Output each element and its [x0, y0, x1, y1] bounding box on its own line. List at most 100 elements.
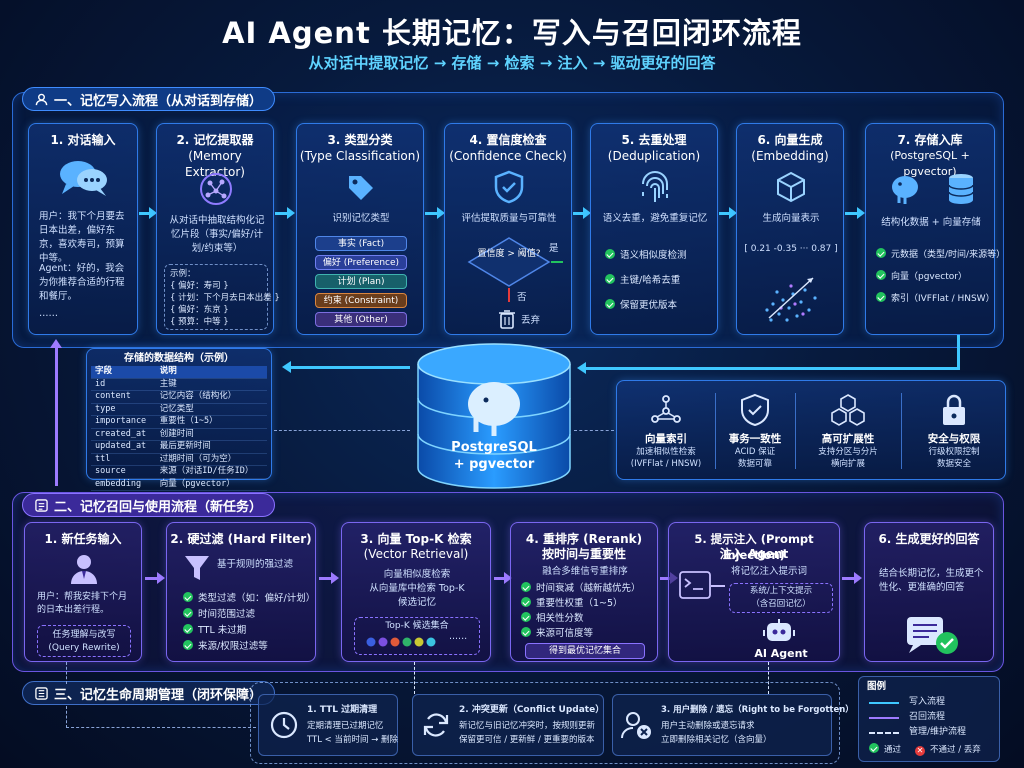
storage-arrowhead [577, 362, 586, 374]
lifecycle-conflict: 2. 冲突更新（Conflict Update） 新记忆与旧记忆冲突时，按规则更… [412, 694, 604, 756]
step-desc: 用户：帮我安排下个月的日本出差行程。 [37, 592, 128, 615]
lifecycle-section-label: 三、记忆生命周期管理（闭环保障） [22, 681, 276, 705]
ellipsis: …… [39, 308, 58, 319]
step-desc: 语义去重，避免重复记忆 [602, 213, 708, 224]
loop-arrowhead [50, 339, 62, 348]
feature-vector-index: 向量索引 加速相似性检索 (IVFFlat / HNSW) [617, 381, 715, 479]
step-desc: 向量相似度检索 [383, 569, 451, 580]
rerank-item: 重要性权重（1~5） [521, 596, 623, 611]
legend-recall-label: 召回流程 [909, 712, 946, 722]
inject-arrow [711, 585, 725, 587]
person-icon [35, 93, 48, 105]
step-subtitle: (PostgreSQL + pgvector) [890, 149, 970, 178]
legend-pass: 通过 [869, 743, 901, 758]
check-icon [183, 608, 193, 618]
step-title: 1. 对话输入 [50, 133, 116, 147]
lifecycle-ttl: 1. TTL 过期清理 定期清理已过期记忆 TTL < 当前时间 → 删除 [258, 694, 398, 756]
no-label: 否 [517, 292, 527, 303]
chat-bubbles-icon [60, 161, 107, 196]
filter-item: 时间范围过滤 [183, 607, 255, 622]
shield-check-icon [494, 170, 524, 204]
dedup-item: 语义相似度检测 [605, 248, 687, 263]
step-desc: 识别记忆类型 [332, 213, 390, 224]
dashed-link [274, 430, 410, 431]
type-other: 其他 (Other) [315, 312, 407, 327]
shield-check-icon [741, 393, 769, 427]
step-subtitle: (Type Classification) [299, 149, 421, 163]
check-icon [605, 274, 615, 284]
tag-icon [349, 176, 373, 200]
write-arrow [845, 207, 865, 219]
step-title: 6. 向量生成 [757, 133, 823, 147]
check-icon [521, 582, 531, 592]
step-title: 7. 存储入库 [897, 133, 963, 147]
context-prompt-box: 系统/上下文提示 （含召回记忆） [729, 583, 833, 613]
example-box: 示例： { 偏好：寿司 } { 计划：下个月去日本出差 } { 偏好：东京 } … [164, 264, 280, 330]
check-icon [521, 627, 531, 637]
lifecycle-frame [250, 682, 840, 764]
write-step-embedding: 6. 向量生成 (Embedding) 生成向量表示 [ 0.21 -0.35 … [736, 123, 844, 335]
dedup-item: 保留更优版本 [605, 298, 677, 313]
recall-step-better-answer: 6. 生成更好的回答 结合长期记忆，生成更个性化、更准确的回答 [864, 522, 994, 662]
funnel-icon [185, 556, 209, 580]
lifecycle-icon [35, 686, 48, 700]
cross-icon: ✕ [915, 746, 925, 756]
legend-title: 图例 [867, 681, 887, 692]
db-to-table-arrow [290, 366, 410, 369]
type-fact: 事实 (Fact) [315, 236, 407, 251]
write-step-dialog-input: 1. 对话输入 用户：我下个月要去日本出差，偏好东京，喜欢寿司，预算中等。 Ag… [28, 123, 138, 335]
check-icon [876, 270, 886, 280]
filter-item: 来源/权限过滤等 [183, 639, 268, 654]
dedup-item: 主键/哈希去重 [605, 273, 680, 288]
fingerprint-icon [642, 171, 668, 202]
ellipsis: ······ [449, 634, 468, 645]
scatter-vector-icon [765, 277, 817, 322]
write-section-title: 一、记忆写入流程（从对话到存储） [54, 93, 263, 109]
recall-arrow [494, 572, 512, 584]
recall-step-prompt-injection: 5. 提示注入 (Prompt Injection) 注入 Agent 将记忆注… [668, 522, 840, 662]
rerank-item: 来源可信度等 [521, 626, 593, 641]
step-desc: 融合多维信号重排序 [542, 566, 628, 577]
lifecycle-title: 2. 冲突更新（Conflict Update） [459, 705, 605, 715]
lifecycle-line: 新记忆与旧记忆冲突时，按规则更新 [459, 721, 596, 731]
step-subtitle: 按时间与重要性 [541, 547, 626, 561]
recall-step-rerank: 4. 重排序 (Rerank) 按时间与重要性 融合多维信号重排序 时间衰减（越… [510, 522, 658, 662]
user-message: 用户：我下个月要去日本出差，偏好东京，喜欢寿司，预算中等。 [39, 211, 125, 264]
graph-nodes-icon [651, 395, 681, 423]
legend-write-line [869, 702, 899, 704]
dashed-link [574, 430, 614, 431]
write-step-storage: 7. 存储入库 (PostgreSQL + pgvector) 结构化数据 + … [865, 123, 1005, 335]
lifecycle-title: 3. 用户删除 / 遗忘（Right to be Forgotten） [661, 705, 854, 715]
divider [901, 393, 902, 469]
write-step-extractor: 2. 记忆提取器 (Memory Extractor) 从对话中抽取结构化记忆片… [156, 123, 280, 335]
filter-item: 类型过滤（如：偏好/计划） [183, 591, 315, 606]
loop-connector [55, 346, 58, 486]
legend-maintain-line [869, 732, 899, 734]
storage-item: 向量（pgvector） [876, 270, 967, 285]
prompt-icon [679, 571, 711, 599]
lifecycle-connector [66, 662, 67, 684]
example-item: { 偏好：东京 } [170, 305, 229, 315]
postgresql-database-icon [417, 343, 571, 489]
step-title: 2. 硬过滤 (Hard Filter) [170, 532, 312, 546]
feature-scalability: 高可扩展性 支持分区与分片 横向扩展 [795, 381, 901, 479]
lifecycle-line: TTL < 当前时间 → 删除 [307, 735, 399, 745]
lifecycle-connector [66, 706, 256, 728]
lifecycle-line: 定期清理已过期记忆 [307, 721, 384, 731]
legend-maintain-label: 管理/维护流程 [909, 727, 967, 737]
step-subtitle: (Embedding) [751, 149, 829, 163]
recall-step-hard-filter: 2. 硬过滤 (Hard Filter) 基于规则的强过滤 类型过滤（如：偏好/… [166, 522, 316, 662]
write-step-confidence-check: 4. 置信度检查 (Confidence Check) 评估提取质量与可靠性 置… [444, 123, 572, 335]
write-arrow [425, 207, 445, 219]
query-rewrite-box: 任务理解与改写 (Query Rewrite) [37, 625, 131, 657]
check-icon [521, 612, 531, 622]
recall-step-new-task: 1. 新任务输入 用户：帮我安排下个月的日本出差行程。 任务理解与改写 (Que… [24, 522, 142, 662]
example-item: { 计划：下个月去日本出差 } [170, 293, 280, 303]
step-title: 5. 去重处理 [621, 133, 687, 147]
